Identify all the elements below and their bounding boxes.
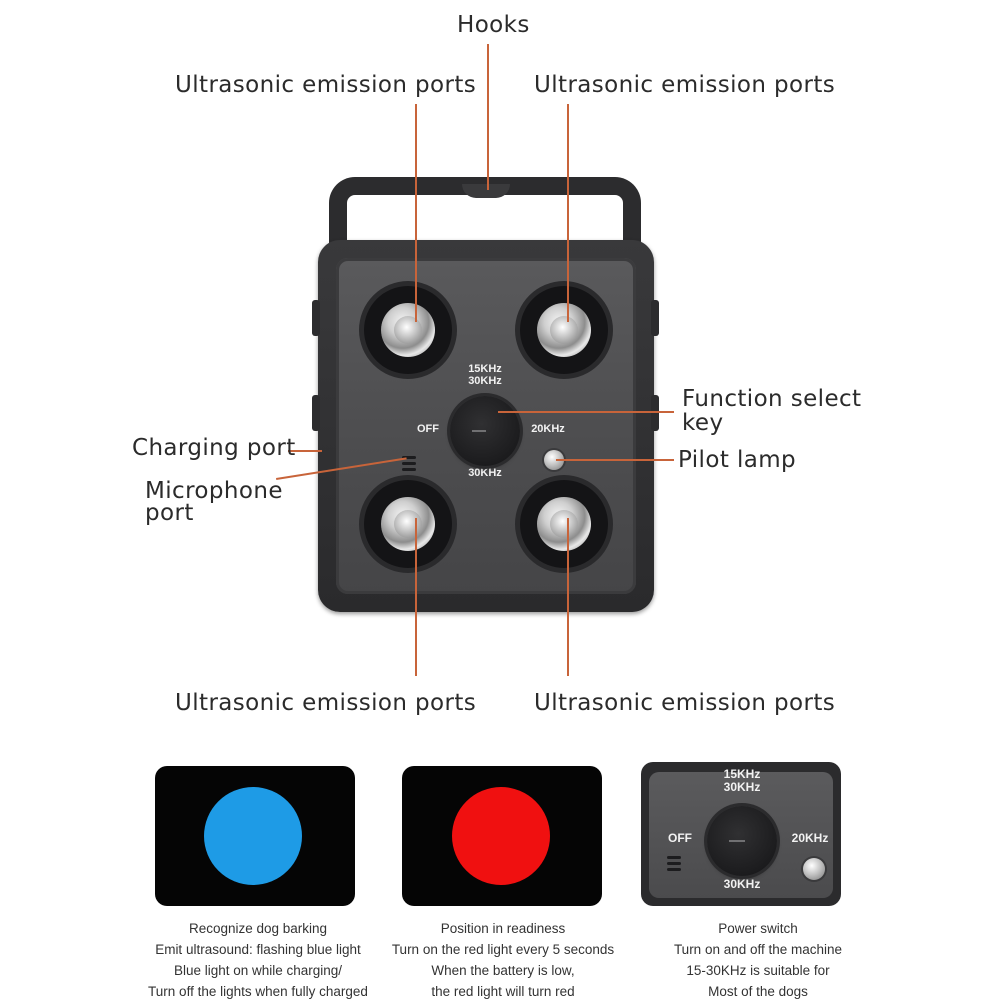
microphone-slot — [402, 462, 416, 465]
closeup-microphone-slot — [667, 856, 681, 859]
caption-blue-light: Recognize dog barking Emit ultrasound: f… — [148, 921, 368, 999]
closeup-pilot-lamp — [803, 858, 825, 880]
label-port-top-left: Ultrasonic emission ports — [175, 72, 477, 98]
leader-port-top-left — [415, 104, 417, 322]
side-grip — [312, 300, 320, 336]
leader-pilot-lamp — [556, 459, 674, 461]
blue-light-indicator — [204, 787, 302, 885]
leader-port-bottom-left — [415, 518, 417, 676]
side-grip — [651, 395, 659, 431]
side-grip — [312, 395, 320, 431]
device-label-20: 20KHz — [531, 423, 565, 435]
ultrasonic-port-top-right — [520, 286, 608, 374]
device-label-15-30: 15KHz 30KHz — [468, 363, 502, 387]
red-light-panel — [402, 766, 602, 906]
closeup-microphone-slot — [667, 868, 681, 871]
closeup-label-30: 30KHz — [723, 877, 761, 891]
label-pilot-lamp: Pilot lamp — [678, 447, 797, 473]
ultrasonic-port-bottom-left — [364, 480, 452, 568]
label-port-bottom-left: Ultrasonic emission ports — [175, 690, 477, 716]
ultrasonic-port-top-left — [364, 286, 452, 374]
leader-function-key — [498, 411, 674, 413]
label-port-top-right: Ultrasonic emission ports — [534, 72, 836, 98]
caption-red-light: Position in readiness Turn on the red li… — [391, 921, 615, 999]
side-grip — [651, 300, 659, 336]
leader-port-bottom-right — [567, 518, 569, 676]
power-switch-closeup: 15KHz 30KHz OFF 20KHz 30KHz — [641, 762, 841, 906]
label-microphone-port: Microphone port — [145, 478, 283, 526]
closeup-microphone-slot — [667, 862, 681, 865]
closeup-knob-indicator — [729, 840, 745, 842]
pilot-lamp-light — [544, 450, 564, 470]
closeup-label-off: OFF — [668, 831, 692, 845]
label-charging-port: Charging port — [132, 435, 296, 461]
ultrasonic-port-bottom-right — [520, 480, 608, 568]
label-hooks: Hooks — [457, 12, 530, 38]
microphone-slot — [402, 456, 416, 459]
device-label-off: OFF — [417, 423, 439, 435]
device-label-30: 30KHz — [468, 467, 502, 479]
leader-port-top-right — [567, 104, 569, 322]
hook-notch — [462, 184, 510, 198]
blue-light-panel — [155, 766, 355, 906]
closeup-label-20: 20KHz — [791, 831, 829, 845]
label-function-select-key: Function select key — [682, 386, 862, 436]
knob-indicator — [472, 430, 486, 432]
label-port-bottom-right: Ultrasonic emission ports — [534, 690, 836, 716]
closeup-label-15-30: 15KHz 30KHz — [723, 767, 761, 794]
microphone-slot — [402, 468, 416, 471]
red-light-indicator — [452, 787, 550, 885]
leader-hooks — [487, 44, 489, 190]
leader-charging-port — [288, 450, 322, 452]
caption-power-switch: Power switch Turn on and off the machine… — [673, 921, 843, 999]
